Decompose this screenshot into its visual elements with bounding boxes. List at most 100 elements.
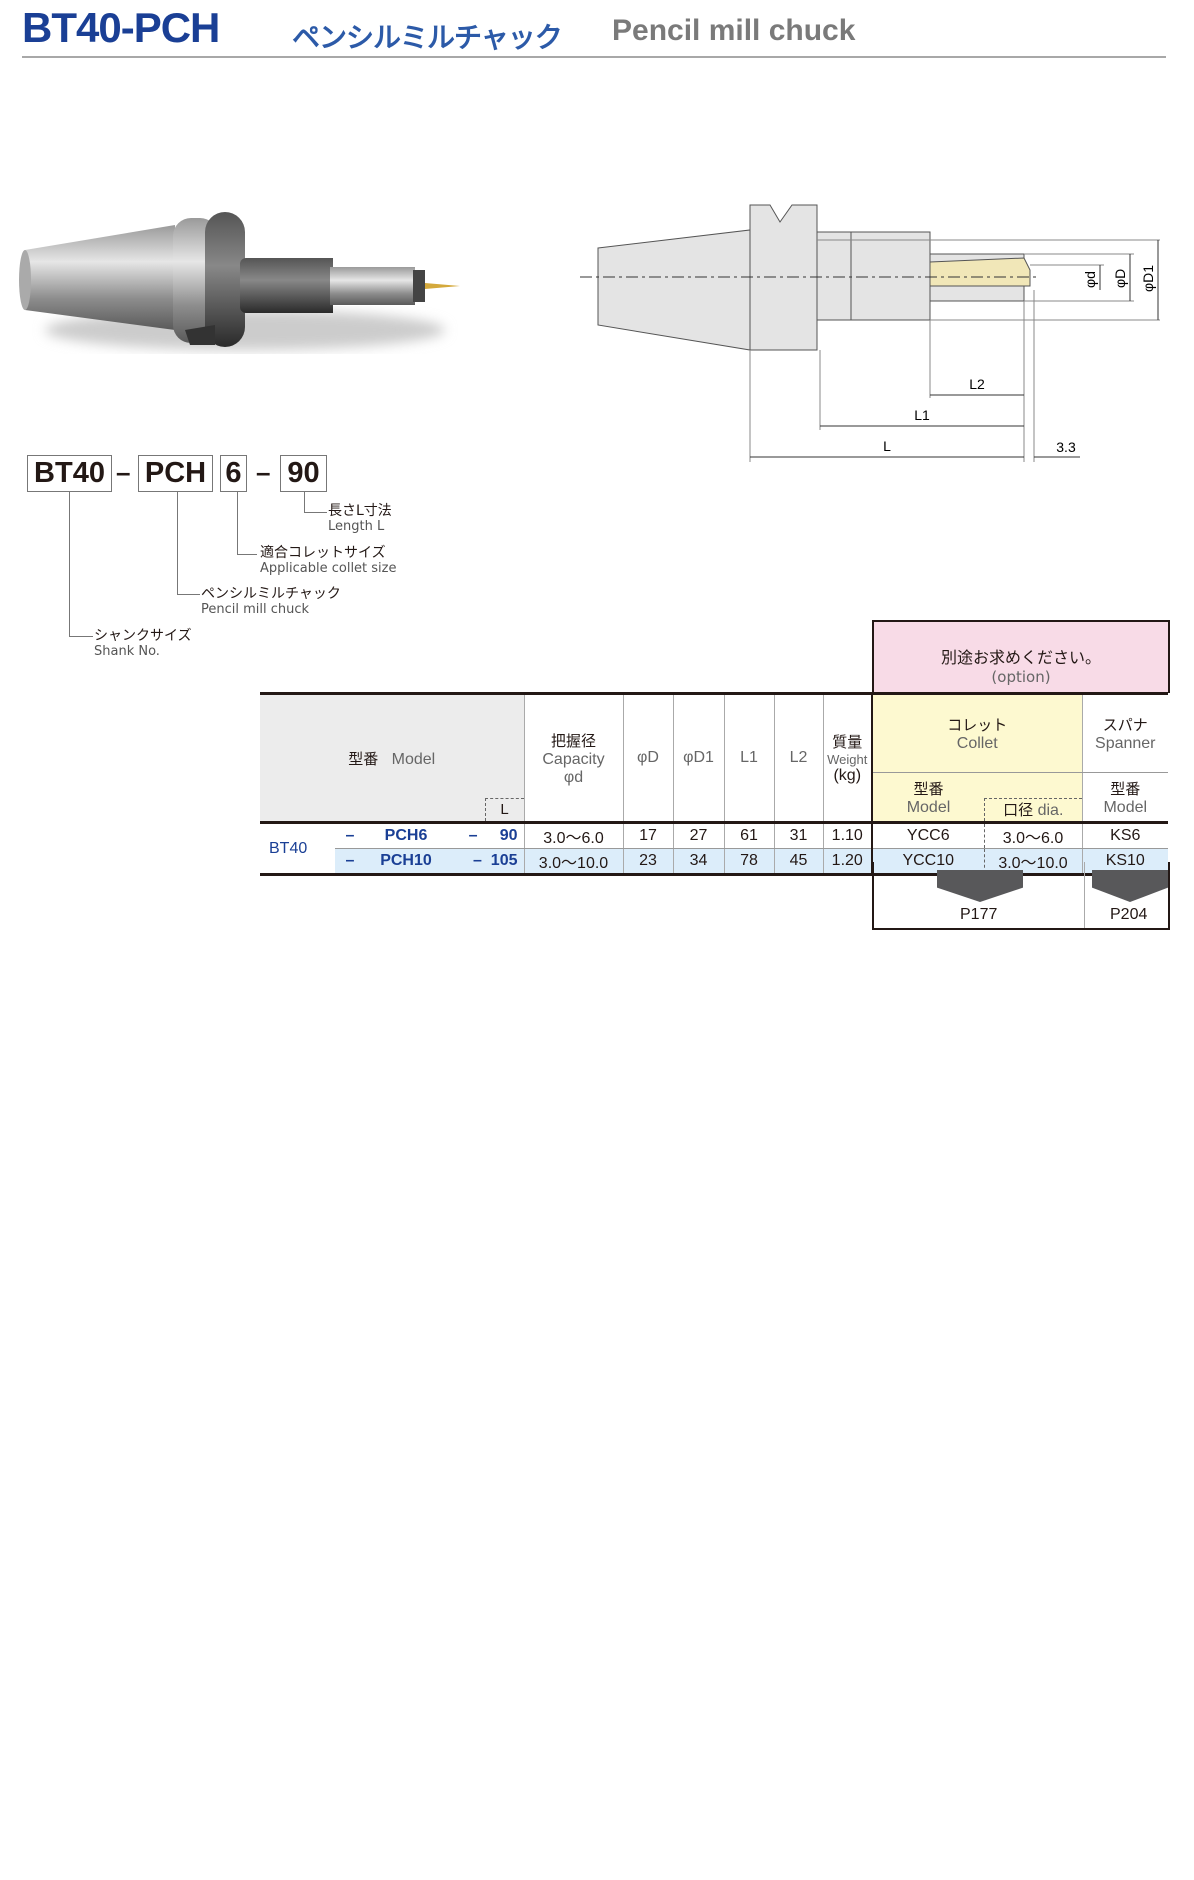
header-capacity-sym: φd (563, 768, 584, 786)
page-title: BT40-PCH (22, 4, 220, 51)
code-dash: – (256, 457, 271, 487)
header-spanner-model-jp: 型番 (1110, 779, 1141, 798)
legend-connector (177, 492, 200, 595)
code-part-length: 90 (280, 455, 327, 492)
shank-cell: BT40 (269, 839, 308, 857)
row-L1: 61 (723, 822, 774, 849)
row-D: 23 (622, 848, 673, 875)
row-dash2: – (473, 852, 482, 869)
legend-type-jp: ペンシルミルチャック (201, 586, 341, 602)
header-capacity-jp: 把握径 (550, 731, 596, 750)
row-collet-dia: 3.0～6.0 (983, 822, 1083, 849)
row-D1: 34 (672, 848, 724, 875)
row-model: PCH6 (365, 822, 447, 849)
dim-d: φd (1082, 271, 1098, 288)
code-dash: – (116, 457, 131, 487)
row-weight: 1.10 (822, 822, 872, 849)
header-D1: φD1 (672, 693, 724, 823)
header-collet-model-jp: 型番 (913, 779, 944, 798)
row-capacity: 3.0～10.0 (523, 848, 623, 875)
row-weight: 1.20 (822, 848, 872, 875)
dim-offset: 3.3 (1056, 439, 1076, 455)
page-title-en: Pencil mill chuck (612, 14, 856, 47)
row-length: – 90 (447, 822, 524, 849)
header-L: L (484, 798, 524, 821)
legend-connector (304, 492, 327, 513)
code-part-collet: 6 (220, 455, 247, 492)
dim-D: φD (1112, 269, 1128, 288)
page-title-jp: ペンシルミルチャック (292, 21, 563, 54)
header-weight-en: Weight (827, 752, 868, 767)
row-L: 105 (490, 852, 518, 869)
legend-length-en: Length L (328, 519, 385, 534)
legend-collet-en: Applicable collet size (260, 561, 397, 576)
row-L1: 78 (723, 848, 774, 875)
option-note-en: (option) (991, 668, 1051, 686)
header-spanner-en: Spanner (1095, 735, 1156, 752)
row-collet: YCC6 (871, 822, 984, 849)
row-length: – 105 (447, 848, 524, 875)
dim-L1: L1 (914, 407, 930, 423)
header-weight-jp: 質量 (832, 733, 863, 751)
row-collet-dia: 3.0～10.0 (983, 848, 1083, 875)
row-model: PCH10 (365, 848, 447, 875)
header-capacity-en: Capacity (542, 750, 605, 768)
table-row: BT40 – PCH6 – 90 3.0～6.0 17 27 61 31 1.1… (260, 822, 1169, 857)
header-collet-dia: 口径 dia. (984, 772, 1083, 823)
header-collet-jp: コレット (947, 716, 1008, 734)
collet-page-link[interactable]: P177 (960, 906, 998, 923)
code-part-type: PCH (138, 455, 213, 492)
header-collet-en: Collet (956, 735, 998, 752)
spanner-page-link[interactable]: P204 (1110, 906, 1148, 923)
title-divider (22, 56, 1166, 58)
code-part-shank: BT40 (27, 455, 112, 492)
row-D: 17 (622, 822, 673, 849)
header-model: 型番 Model L (260, 693, 524, 823)
row-L2: 45 (773, 848, 823, 875)
row-spanner: KS6 (1081, 822, 1169, 849)
arrow-down-icon (1092, 870, 1168, 902)
header-dia-jp: 口径 (1003, 801, 1034, 819)
arrow-down-icon (937, 870, 1023, 902)
legend-shank-jp: シャンクサイズ (94, 628, 192, 644)
dim-L: L (883, 438, 891, 454)
row-collet: YCC10 (871, 848, 984, 875)
header-L1: L1 (723, 693, 774, 823)
dim-D1: φD1 (1140, 265, 1156, 292)
header-collet-model-en: Model (906, 798, 951, 816)
legend-collet-jp: 適合コレットサイズ (260, 545, 386, 561)
row-dash: – (335, 848, 365, 875)
reference-box: P177 P204 (872, 862, 1170, 930)
legend-length-jp: 長さL寸法 (328, 503, 392, 519)
header-D: φD (622, 693, 673, 823)
header-weight-unit: (kg) (833, 767, 862, 784)
row-L: 90 (499, 827, 518, 844)
header-spanner-jp: スパナ (1102, 716, 1148, 734)
row-L2: 31 (773, 822, 823, 849)
technical-drawing: L L1 L2 3.3 φd φD φD1 (580, 204, 1160, 462)
row-dash: – (335, 822, 365, 849)
header-spanner-model-en: Model (1103, 798, 1148, 816)
legend-connector (69, 492, 93, 637)
reference-divider (1084, 862, 1085, 928)
header-model-en: Model (391, 750, 436, 768)
option-note: 別途お求めください。 (option) (872, 620, 1170, 693)
row-capacity: 3.0～6.0 (523, 822, 623, 849)
row-D1: 27 (672, 822, 724, 849)
row-dash2: – (468, 827, 478, 844)
table-row: – PCH10 – 105 3.0～10.0 23 34 78 45 1.20 … (260, 848, 1169, 875)
header-L2: L2 (773, 693, 823, 823)
legend-shank-en: Shank No. (94, 644, 160, 659)
header-dia-en: dia. (1037, 802, 1064, 819)
option-note-jp: 別途お求めください。 (940, 648, 1101, 667)
legend-connector (237, 492, 257, 555)
header-model-jp: 型番 (348, 749, 379, 768)
